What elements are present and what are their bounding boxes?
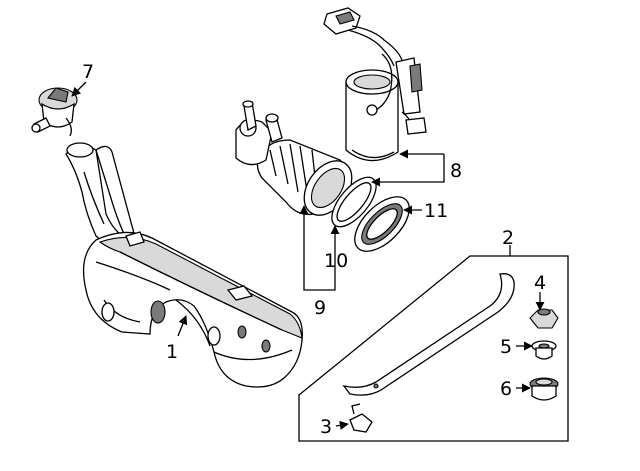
callout-1: 1 bbox=[166, 341, 178, 363]
callout-4: 4 bbox=[534, 272, 546, 294]
fuel-pump-assembly-part bbox=[323, 7, 427, 162]
strap-kit-box bbox=[298, 245, 569, 442]
callout-9: 9 bbox=[314, 297, 326, 319]
callout-3: 3 bbox=[320, 416, 332, 438]
callout-8: 8 bbox=[450, 160, 462, 182]
filler-cap-part bbox=[31, 87, 78, 137]
callout-2: 2 bbox=[502, 227, 514, 249]
fuel-tank-part bbox=[65, 142, 303, 388]
callout-11: 11 bbox=[424, 200, 448, 222]
leader-lines bbox=[71, 81, 545, 430]
callout-10: 10 bbox=[324, 250, 348, 272]
lock-ring-part bbox=[354, 196, 410, 252]
callout-7: 7 bbox=[82, 61, 94, 83]
callout-5: 5 bbox=[500, 336, 512, 358]
callout-6: 6 bbox=[500, 378, 512, 400]
